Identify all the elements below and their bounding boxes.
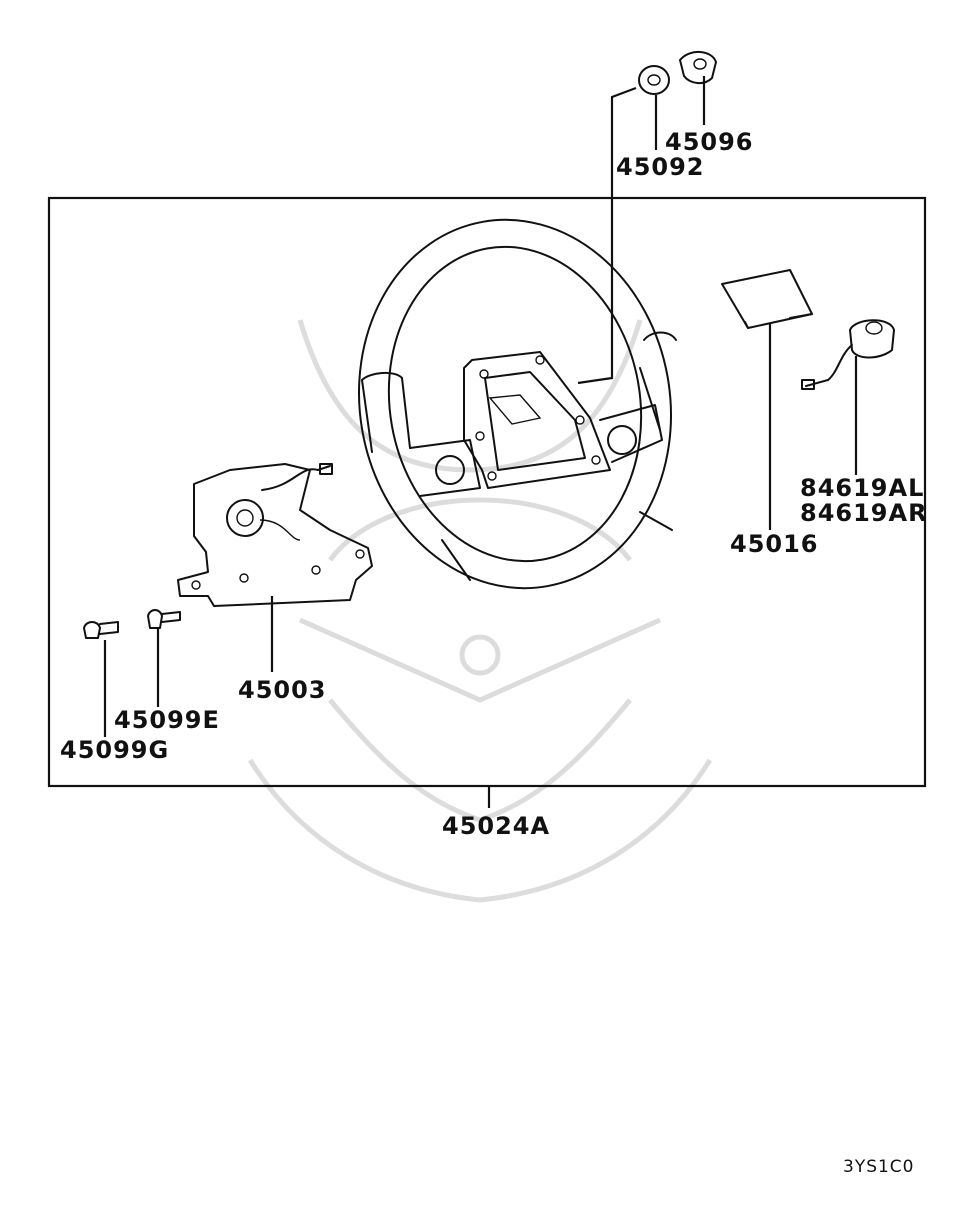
column-switch-drawing xyxy=(177,463,373,607)
label-45099e: 45099E xyxy=(114,706,220,734)
label-45096: 45096 xyxy=(665,128,754,156)
assembly-frame xyxy=(47,196,927,788)
watermark-emblem xyxy=(247,319,713,903)
label-45099g: 45099G xyxy=(60,736,169,764)
label-84619al: 84619AL xyxy=(800,474,924,502)
label-84619ar: 84619AR xyxy=(800,499,928,527)
label-45016: 45016 xyxy=(730,530,819,558)
label-45003: 45003 xyxy=(238,676,327,704)
label-45024a: 45024A xyxy=(442,812,550,840)
horn-pad-drawing xyxy=(721,269,813,329)
label-45092: 45092 xyxy=(616,153,705,181)
cap-parts-drawing xyxy=(638,51,717,95)
screw-drawings xyxy=(83,609,181,639)
diagram-code: 3YS1C0 xyxy=(843,1157,915,1177)
horn-button-drawing xyxy=(801,319,895,390)
callout-line-wheel xyxy=(577,86,637,385)
steering-wheel-drawing xyxy=(358,218,677,590)
